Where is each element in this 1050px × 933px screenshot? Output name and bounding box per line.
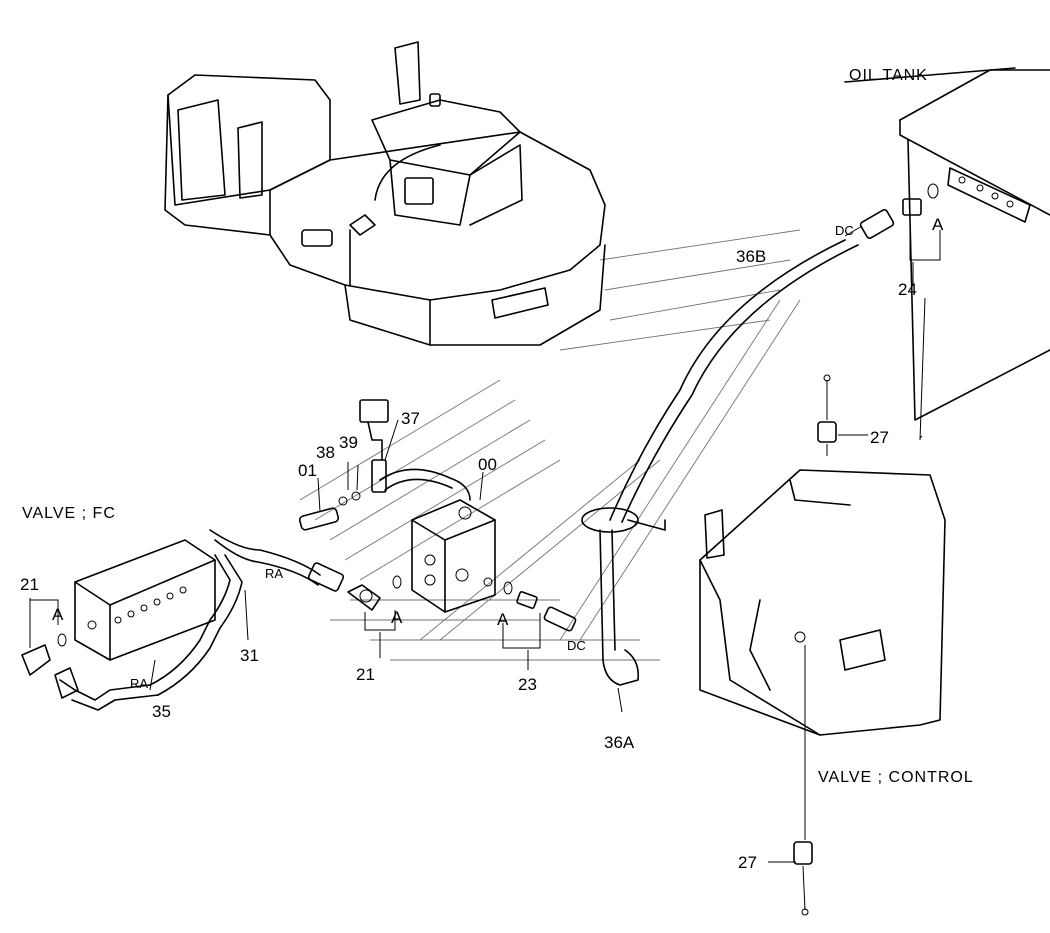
marker-a-23: A [497,610,509,629]
marker-dc-low: DC [567,638,586,653]
watermark [299,229,801,661]
valve-fc-label: VALVE ; FC [22,505,116,522]
part-24-label: 24 [898,280,917,299]
part-27-bottom-label: 27 [738,853,757,872]
leader-lines [149,434,923,863]
part-31-label: 31 [240,646,259,665]
hose-36b [609,183,941,523]
part-36b-label: 36B [736,247,766,266]
excavator-illustration [164,41,606,346]
control-valve-illustration [699,374,946,916]
solenoid-valve-00 [298,399,496,613]
part-36a-label: 36A [604,733,635,752]
part-21-left-label: 21 [20,575,39,594]
marker-a-left: A [52,605,64,624]
part-38-label: 38 [316,443,335,462]
part-35-label: 35 [152,702,171,721]
part-23-label: 23 [518,675,537,694]
oil-tank-illustration [844,67,1050,421]
part-21-mid-label: 21 [356,665,375,684]
part-37-label: 37 [401,409,420,428]
hose-36a [581,507,666,713]
marker-a-mid: A [391,608,403,627]
part-00-label: 00 [478,455,497,474]
fittings-21-23 [347,575,577,670]
marker-a-tank: A [932,215,944,234]
marker-ra-31: RA [265,566,283,581]
valve-fc-illustration [21,539,216,676]
marker-dc-top: DC [835,223,854,238]
part-01-label: 01 [298,461,317,480]
oil-tank-label: OIL TANK [849,67,928,84]
part-27-top-label: 27 [870,428,889,447]
marker-ra-35: RA [130,676,148,691]
valve-control-label: VALVE ; CONTROL [818,769,974,786]
hoses-31-35 [54,529,345,711]
part-39-label: 39 [339,433,358,452]
